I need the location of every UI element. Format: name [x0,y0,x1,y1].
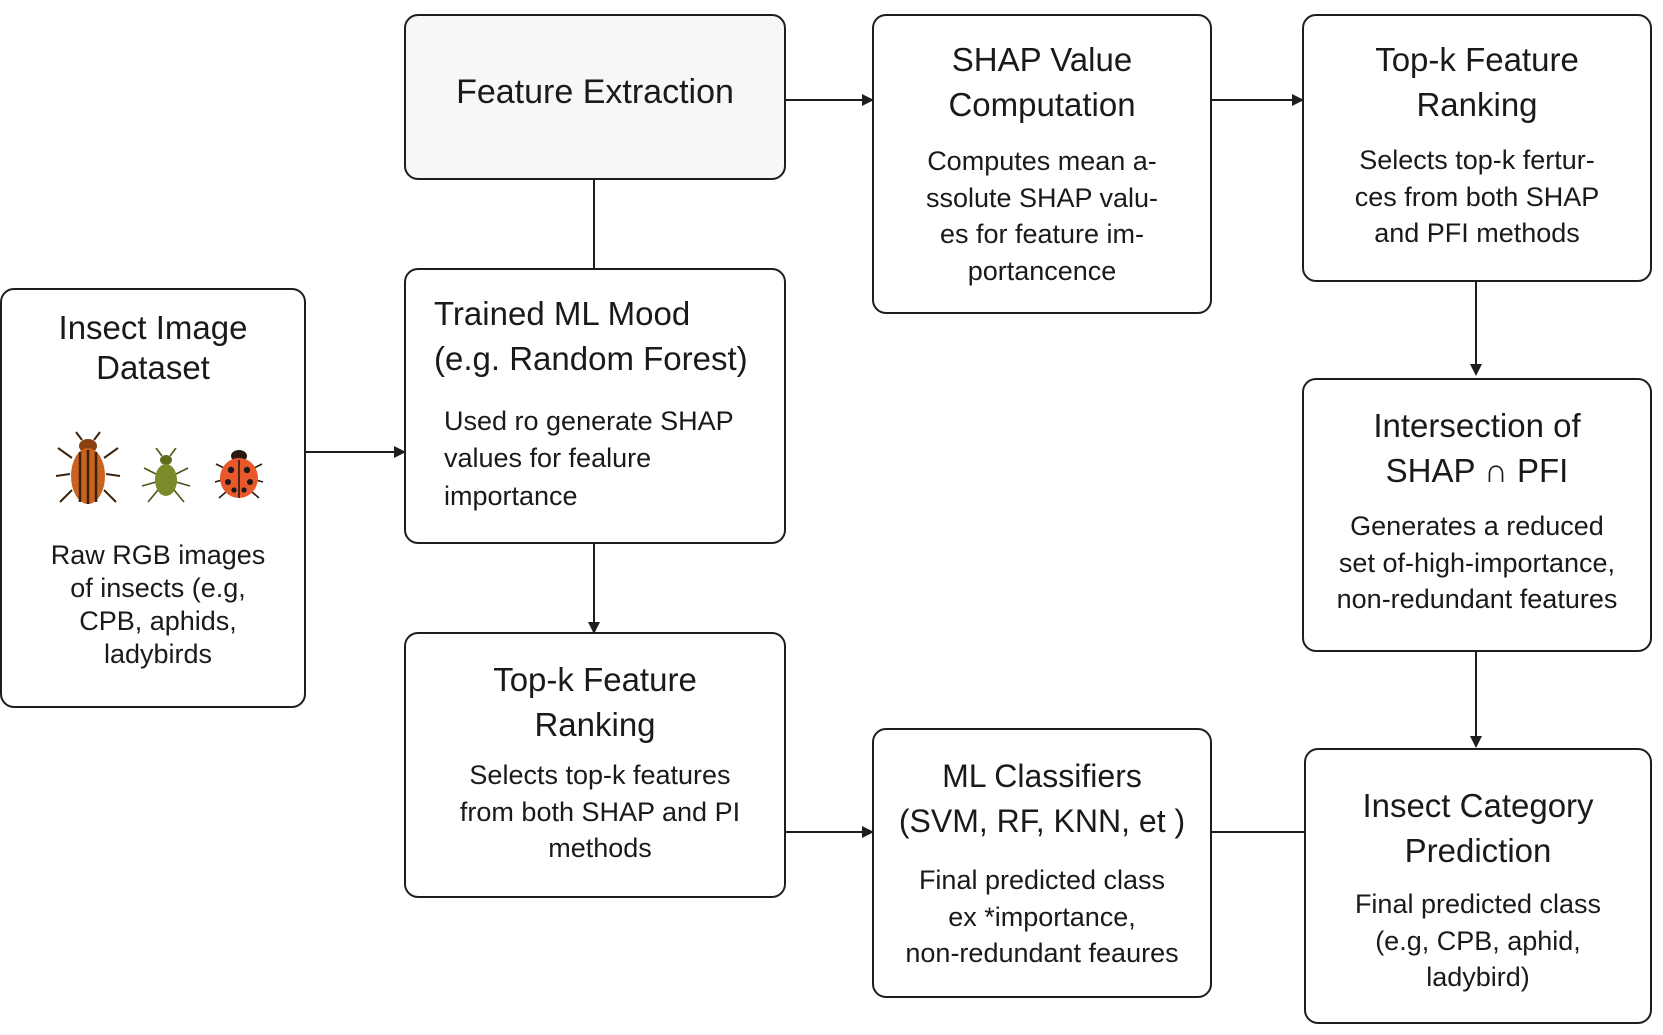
prediction-description: Final predicted class (e.g, CPB, aphid, … [1354,889,1602,993]
shap-computation-node [872,14,1212,314]
topk-ranking-left-description: Selects top-k features from both SHAP an… [459,760,741,864]
intersection-title: Intersection of SHAP ∩ PFI [1373,407,1581,489]
intersection-node [1302,378,1652,652]
topk-ranking-left-node [404,632,786,898]
shap-computation-title: SHAP Value Computation [948,41,1136,123]
trained-model-title: Trained ML Mood (e.g. Random Forest) [434,295,748,377]
classifiers-node [872,728,1212,998]
feature-extraction-node [404,14,786,180]
trained-model-node [404,268,786,544]
ladybird-icon [214,450,264,499]
dataset-node [0,288,306,708]
intersection-description: Generates a reduced set of-high-importan… [1336,511,1618,615]
topk-ranking-left-title: Top-k Feature Ranking [493,661,697,743]
trained-model-description: Used ro generate SHAP values for fealure… [444,406,734,511]
topk-ranking-right-title: Top-k Feature Ranking [1375,41,1579,123]
classifiers-title: ML Classifiers (SVM, RF, KNN, et ) [898,758,1186,839]
aphid-icon [141,448,191,503]
topk-ranking-right-node [1302,14,1652,282]
topk-ranking-right-description: Selects top-k fertur- ces from both SHAP… [1354,145,1600,249]
shap-computation-description: Computes mean a- ssolute SHAP valu- es f… [925,146,1159,287]
beetle-icon [55,431,121,504]
dataset-title: Insect Image Dataset [58,309,248,387]
dataset-description: Raw RGB images of insects (e.g, CPB, aph… [50,540,266,669]
classifiers-description: Final predicted class ex *importance, no… [905,865,1179,969]
prediction-title: Insect Category Prediction [1362,787,1594,869]
prediction-node [1304,748,1652,1024]
feature-extraction-title: Feature Extraction [456,73,734,111]
